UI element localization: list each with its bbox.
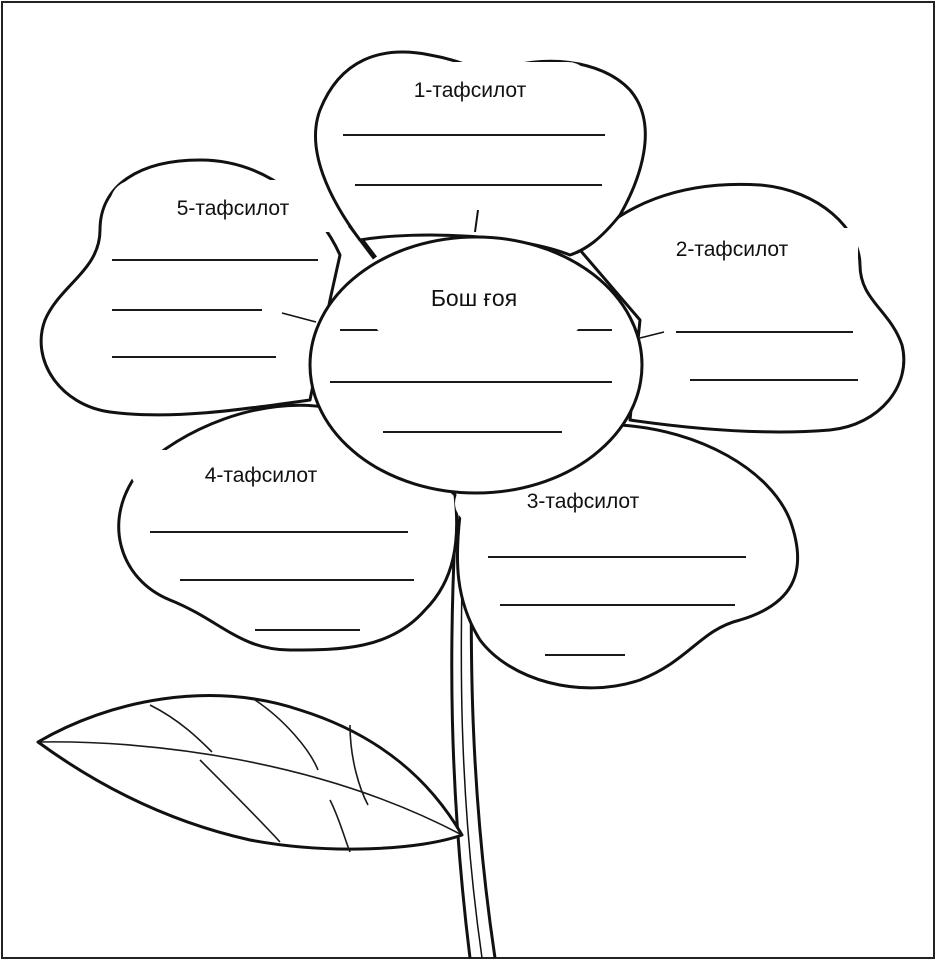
- label-bubble: [130, 450, 400, 490]
- petal-5: [39, 158, 377, 417]
- label-bubble: [455, 482, 725, 524]
- petal-5-label: 5-тафсилот: [177, 197, 290, 220]
- leaf: [36, 694, 464, 853]
- main-idea-label: Бош ғоя: [431, 285, 517, 311]
- label-bubble: [110, 180, 360, 232]
- petal-4-label: 4-тафсилот: [205, 464, 318, 487]
- petal-3-label: 3-тафсилот: [527, 490, 640, 513]
- petal-2: [574, 182, 906, 434]
- label-bubble: [355, 62, 590, 110]
- petal-3: [455, 423, 800, 690]
- petal-1: [314, 50, 647, 257]
- petal-2-label: 2-тафсилот: [676, 238, 789, 261]
- label-bubble: [370, 270, 585, 340]
- petal-1-label: 1-тафсилот: [414, 79, 527, 102]
- center-circle: [281, 235, 665, 495]
